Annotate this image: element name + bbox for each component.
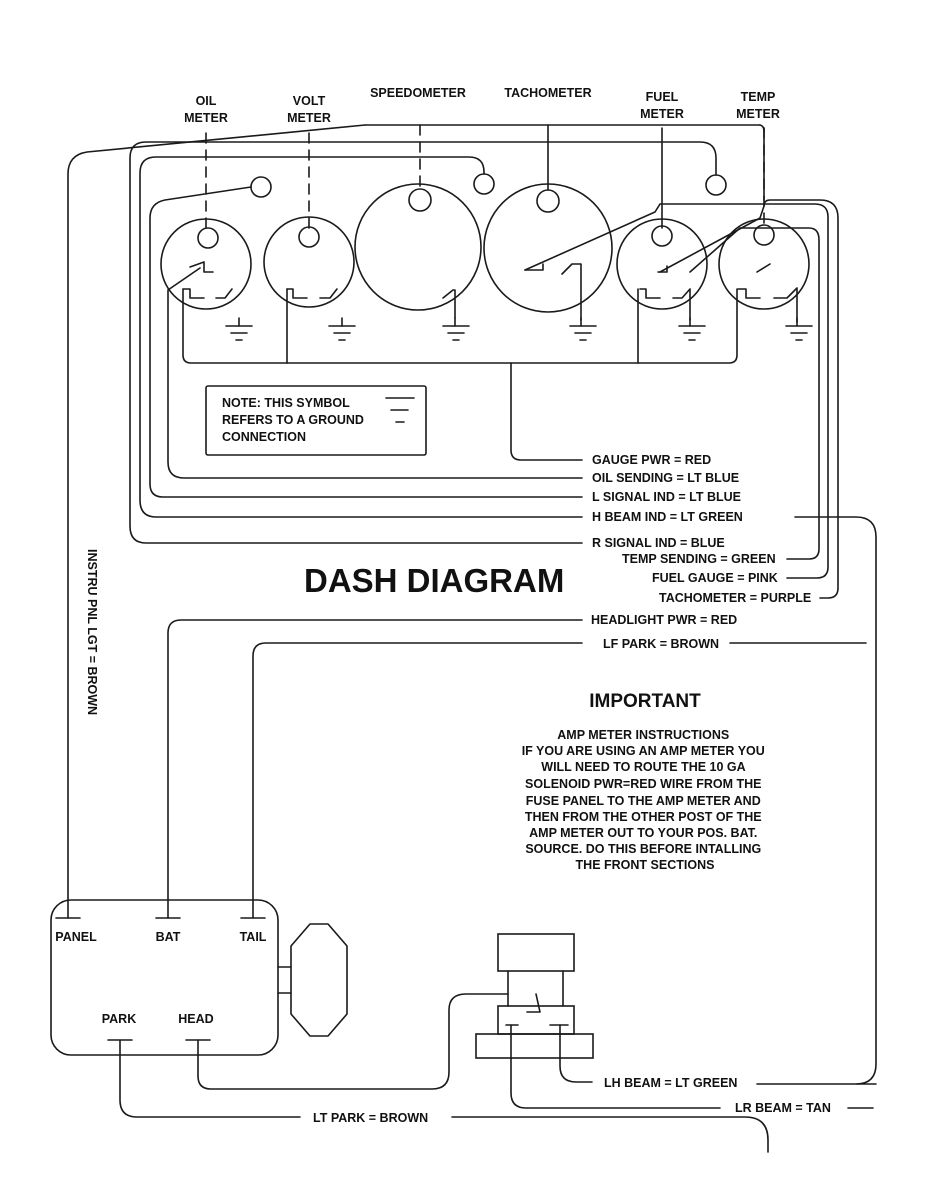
fuel-gauge-label: FUEL GAUGE = PINK	[652, 571, 778, 585]
temp-sending-label: TEMP SENDING = GREEN	[622, 552, 776, 566]
h-beam-indicator	[473, 173, 495, 195]
wiring	[67, 124, 877, 1153]
label-leaders	[205, 124, 765, 231]
tail-terminal-label: TAIL	[240, 930, 267, 944]
gauge-cluster	[160, 173, 810, 323]
l-signal-indicator	[250, 176, 272, 198]
temp-gauge	[718, 218, 810, 310]
l-signal-label: L SIGNAL IND = LT BLUE	[592, 490, 741, 504]
fuel-gauge	[616, 218, 708, 310]
temp-gauge-light	[753, 224, 775, 246]
r-signal-label: R SIGNAL IND = BLUE	[592, 536, 725, 550]
speedometer-label: SPEEDOMETER	[370, 86, 466, 100]
switch-knob	[290, 923, 348, 1037]
headlight-pwr-label: HEADLIGHT PWR = RED	[591, 613, 737, 627]
gauge-pwr-label: GAUGE PWR = RED	[592, 453, 711, 467]
ground-symbol-legend	[385, 397, 415, 423]
park-terminal-label: PARK	[102, 1012, 137, 1026]
volt-gauge	[263, 216, 355, 308]
oil-gauge-light	[197, 227, 219, 249]
tachometer-label: TACHOMETER	[504, 86, 591, 100]
panel-terminal-label: PANEL	[55, 930, 97, 944]
headlight-switch: PANEL BAT TAIL PARK HEAD	[50, 899, 348, 1056]
lf-park-label: LF PARK = BROWN	[603, 637, 719, 651]
tachometer-wire-label: TACHOMETER = PURPLE	[659, 591, 811, 605]
ground-note-text: NOTE: THIS SYMBOL REFERS TO A GROUND CON…	[222, 396, 367, 444]
h-beam-label: H BEAM IND = LT GREEN	[592, 510, 743, 524]
lr-beam-label: LR BEAM = TAN	[735, 1101, 831, 1115]
oil-gauge	[160, 218, 252, 310]
volt-gauge-light	[298, 226, 320, 248]
fuel-gauge-light	[651, 225, 673, 247]
head-terminal-label: HEAD	[178, 1012, 213, 1026]
speedometer-light	[408, 188, 432, 212]
wire-labels: GAUGE PWR = RED OIL SENDING = LT BLUE L …	[85, 453, 831, 1125]
lh-beam-label: LH BEAM = LT GREEN	[604, 1076, 737, 1090]
tachometer-gauge	[483, 183, 613, 313]
lt-park-label: LT PARK = BROWN	[313, 1111, 428, 1125]
important-body: AMP METER INSTRUCTIONS IF YOU ARE USING …	[522, 728, 769, 872]
oil-sending-label: OIL SENDING = LT BLUE	[592, 471, 739, 485]
ground-note: NOTE: THIS SYMBOL REFERS TO A GROUND CON…	[205, 385, 427, 456]
bat-terminal-label: BAT	[156, 930, 181, 944]
important-note: IMPORTANT AMP METER INSTRUCTIONS IF YOU …	[522, 691, 769, 872]
speedometer-gauge	[354, 183, 482, 311]
ground-symbols	[225, 317, 813, 341]
diagram-title: DASH DIAGRAM	[304, 562, 564, 599]
r-signal-indicator	[705, 174, 727, 196]
dimmer-switch	[475, 933, 594, 1059]
instru-pnl-label: INSTRU PNL LGT = BROWN	[85, 549, 99, 715]
tachometer-light	[536, 189, 560, 213]
important-heading: IMPORTANT	[589, 691, 701, 712]
